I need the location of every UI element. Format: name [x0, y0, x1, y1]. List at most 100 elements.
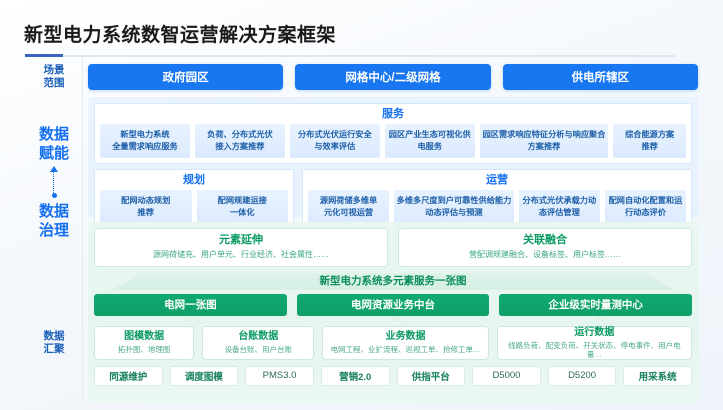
- governance-panel: 元素延伸 源网荷储充、用户单元、行业经济、社会属性…… 关联融合 营配调规建融合…: [88, 222, 698, 403]
- service-card[interactable]: 负荷、分布式光伏 接入方案推荐: [194, 124, 285, 158]
- rail-label-aggregation: 数据 汇聚: [25, 330, 83, 356]
- aggregation-card-subtitle: 设备台账、用户台账: [224, 345, 293, 355]
- planning-card-line2: 一体化: [229, 207, 255, 217]
- operation-card[interactable]: 配网自动化配置和运 行动态评价: [604, 189, 686, 224]
- governance-card-subtitle: 源网荷储充、用户单元、行业经济、社会属性……: [153, 250, 329, 260]
- arrow-shaft: [53, 171, 54, 193]
- service-card-line1: 综合能源方案: [625, 130, 675, 140]
- governance-card-title: 关联融合: [523, 234, 567, 246]
- service-card-line2: 与效率评估: [314, 141, 356, 151]
- operation-card[interactable]: 多维多尺度到户可靠性供给能力 动态评估与预测: [394, 189, 514, 224]
- operation-card-line1: 多维多尺度到户可靠性供给能力: [396, 195, 512, 205]
- title-divider: [25, 55, 675, 57]
- planning-card-line1: 配网动态规划: [121, 195, 171, 205]
- rail-label-aggregation-line1: 数据: [43, 330, 65, 342]
- operation-card-line1: 配网自动化配置和运: [608, 195, 683, 205]
- governance-card-element-extension[interactable]: 元素延伸 源网荷储充、用户单元、行业经济、社会属性……: [94, 228, 388, 267]
- operation-card-line1: 源网荷储多维单: [319, 195, 378, 205]
- source-system-tag-d5200[interactable]: D5200: [547, 365, 617, 386]
- scope-button-row: 政府园区 网格中心/二级网格 供电所辖区: [88, 64, 698, 90]
- service-card-row: 新型电力系统 全量需求响应服务 负荷、分布式光伏 接入方案推荐 分布式光伏运行安…: [100, 124, 686, 158]
- arrow-tail-dot: [51, 193, 57, 198]
- service-group: 服务 新型电力系统 全量需求响应服务 负荷、分布式光伏 接入方案推荐: [94, 103, 692, 164]
- operation-card-text: 多维多尺度到户可靠性供给能力 动态评估与预测: [397, 195, 512, 219]
- operation-card[interactable]: 源网荷储多维单 元化可视运营: [308, 189, 390, 224]
- operation-card-row: 源网荷储多维单 元化可视运营 多维多尺度到户可靠性供给能力 动态评估与预测 分布…: [308, 189, 686, 224]
- planning-operation-row: 规划 配网动态规划 推荐 配网规建运接 一体化: [94, 168, 692, 230]
- service-card[interactable]: 分布式光伏运行安全 与效率评估: [289, 124, 380, 158]
- rail-label-scope: 场景 范围: [25, 64, 83, 90]
- service-group-title: 服务: [382, 108, 404, 120]
- platform-button-realtime-measurement[interactable]: 企业级实时量测中心: [499, 293, 693, 316]
- chevron-up-icon: [586, 316, 612, 325]
- aggregation-card-subtitle: 电网工程、业扩流程、巡视工单、抢修工单…: [330, 345, 481, 355]
- platform-button-grid-map[interactable]: 电网一张图: [94, 293, 287, 316]
- service-card[interactable]: 综合能源方案 推荐: [613, 124, 686, 158]
- aggregation-card-title: 业务数据: [385, 331, 426, 343]
- operation-card-line1: 分布式光伏承载力动: [522, 195, 597, 205]
- rail-label-scope-line2: 范围: [43, 77, 65, 90]
- service-card-text: 负荷、分布式光伏 接入方案推荐: [207, 129, 273, 153]
- planning-group: 规划 配网动态规划 推荐 配网规建运接 一体化: [94, 168, 294, 230]
- service-card[interactable]: 园区产业生态可视化供 电服务: [384, 124, 475, 158]
- source-system-tag-tongyuanweihu[interactable]: 同源维护: [94, 365, 163, 386]
- rail-label-governance: 数据 治理: [25, 203, 83, 241]
- source-system-tag-yongcaixitong[interactable]: 用采系统: [623, 365, 692, 386]
- enablement-panel: 服务 新型电力系统 全量需求响应服务 负荷、分布式光伏 接入方案推荐: [88, 97, 698, 230]
- rail-label-governance-line1: 数据: [38, 203, 69, 220]
- planning-card[interactable]: 配网动态规划 推荐: [100, 189, 192, 224]
- planning-card-text: 配网规建运接 一体化: [218, 195, 267, 219]
- page-title: 新型电力系统数智运营解决方案框架: [24, 25, 337, 46]
- operation-group-title: 运营: [486, 173, 508, 186]
- service-card-line1: 园区产业生态可视化供: [388, 130, 471, 140]
- service-card[interactable]: 新型电力系统 全量需求响应服务: [100, 124, 190, 158]
- title-divider-accent: [25, 54, 63, 57]
- scope-button-government-park[interactable]: 政府园区: [88, 64, 284, 90]
- service-card-text: 园区需求响应特征分析与响应聚合 方案推荐: [483, 129, 606, 153]
- service-card-line1: 新型电力系统: [120, 130, 170, 140]
- connector-row: [94, 316, 692, 326]
- service-card-line2: 方案推荐: [527, 141, 561, 151]
- rail-label-aggregation-line2: 汇聚: [43, 343, 65, 356]
- governance-card-row: 元素延伸 源网荷储充、用户单元、行业经济、社会属性…… 关联融合 营配调规建融合…: [94, 228, 692, 267]
- scope-button-supply-area[interactable]: 供电所辖区: [502, 64, 698, 90]
- platform-button-resource-midplatform[interactable]: 电网资源业务中台: [296, 293, 490, 316]
- source-system-tag-yingxiao2[interactable]: 营销2.0: [320, 365, 390, 386]
- governance-card-subtitle: 营配调规建融合、设备标签、用户标签……: [469, 250, 621, 260]
- operation-group: 运营 源网荷储多维单 元化可视运营 多维多尺度到户可靠性供给能力 动态评估与预测: [302, 168, 692, 230]
- rail-label-enablement-line1: 数据: [38, 126, 69, 143]
- aggregation-card-business[interactable]: 业务数据 电网工程、业扩流程、巡视工单、抢修工单…: [322, 325, 489, 360]
- aggregation-card-graph-model[interactable]: 图模数据 拓扑图、地理图: [94, 325, 195, 360]
- planning-card-line1: 配网规建运接: [217, 195, 267, 205]
- service-card-text: 新型电力系统 全量需求响应服务: [112, 129, 178, 153]
- operation-card-line2: 元化可视运营: [323, 207, 374, 217]
- source-system-tag-diaoductumo[interactable]: 调度图模: [169, 365, 239, 386]
- source-system-tag-pms3[interactable]: PMS3.0: [245, 365, 314, 386]
- scope-button-grid-center[interactable]: 网格中心/二级网格: [295, 64, 491, 90]
- planning-card[interactable]: 配网规建运接 一体化: [196, 189, 288, 224]
- chevron-up-icon: [384, 316, 410, 325]
- rail-divider: [82, 58, 83, 403]
- planning-group-title: 规划: [183, 173, 205, 186]
- source-system-tag-d5000[interactable]: D5000: [472, 365, 541, 386]
- aggregation-card-ledger[interactable]: 台账数据 设备台账、用户台账: [202, 325, 315, 360]
- service-card-line2: 电服务: [417, 141, 443, 151]
- platform-button-row: 电网一张图 电网资源业务中台 企业级实时量测中心: [94, 293, 693, 316]
- aggregation-card-runtime[interactable]: 运行数据 线路负荷、配变负荷、开关状态、停电事件、用户电量…: [496, 325, 692, 360]
- governance-banner: 新型电力系统多元素服务一张图: [94, 273, 692, 290]
- rail-label-governance-line2: 治理: [38, 221, 69, 239]
- operation-card-text: 配网自动化配置和运 行动态评价: [609, 195, 683, 219]
- service-card-line1: 分布式光伏运行安全: [297, 130, 372, 140]
- planning-card-text: 配网动态规划 推荐: [121, 195, 170, 219]
- service-card-text: 综合能源方案 推荐: [625, 129, 674, 153]
- source-system-tag-gongzhipingtai[interactable]: 供指平台: [396, 365, 466, 386]
- service-card-line2: 推荐: [641, 141, 658, 151]
- chevron-up-icon: [179, 316, 205, 325]
- service-card[interactable]: 园区需求响应特征分析与响应聚合 方案推荐: [479, 124, 609, 158]
- operation-card[interactable]: 分布式光伏承载力动 态评估管理: [518, 189, 600, 224]
- service-card-line1: 负荷、分布式光伏: [207, 130, 273, 140]
- governance-card-association-fusion[interactable]: 关联融合 营配调规建融合、设备标签、用户标签……: [398, 228, 692, 267]
- rail-label-enablement: 数据 赋能: [25, 126, 83, 164]
- governance-banner-text: 新型电力系统多元素服务一张图: [319, 274, 467, 287]
